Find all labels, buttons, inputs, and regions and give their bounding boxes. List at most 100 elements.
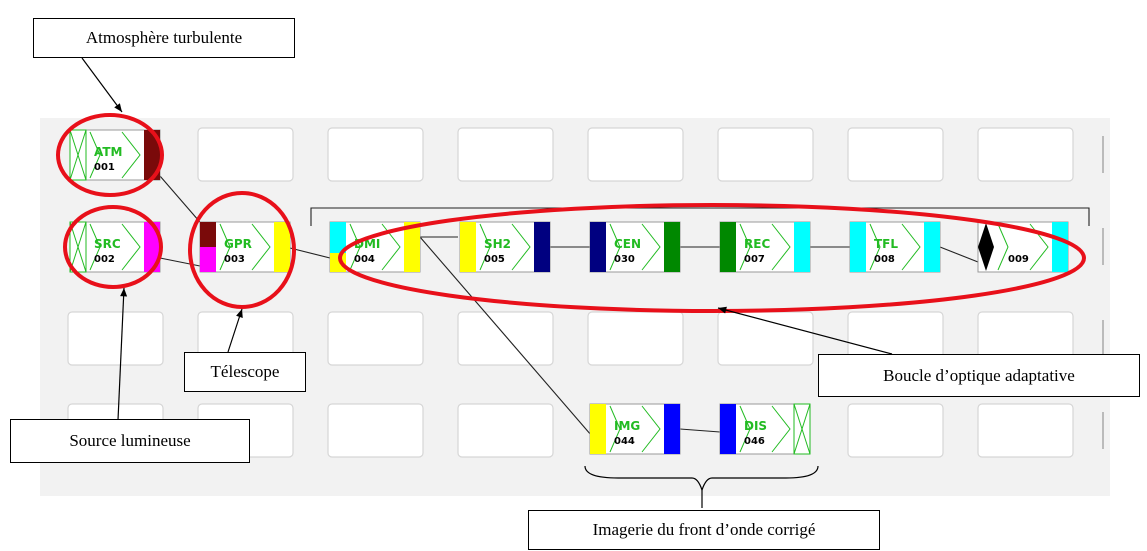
module-number: 030 [614, 254, 635, 265]
callout-telescope: Télescope [184, 352, 306, 392]
module-name: DIS [744, 419, 767, 433]
feedback-loop-line [310, 207, 1090, 226]
module-number: 003 [224, 254, 245, 265]
pointer-loop [717, 307, 893, 355]
port-cross [793, 403, 811, 455]
chevron-icon [609, 223, 621, 271]
chevron-icon [641, 223, 661, 271]
empty-grid-slot [457, 127, 554, 182]
link-tfl-009 [939, 246, 979, 263]
port-cross [69, 129, 87, 181]
highlight-atm [56, 113, 164, 197]
chevron-icon [121, 223, 141, 271]
port-magenta [200, 247, 216, 272]
arrowhead-icon [114, 103, 122, 112]
port-cross [69, 221, 87, 273]
module-number: 004 [354, 254, 375, 265]
empty-grid-slot [717, 127, 814, 182]
chevron-icon [89, 223, 101, 271]
chevron-icon [479, 223, 491, 271]
chevron-icon [251, 223, 271, 271]
highlight-gpr [188, 191, 296, 309]
module-tfl: TFL 008 [849, 221, 941, 273]
chevron-icon [121, 131, 141, 179]
port-yellow [404, 222, 420, 272]
module-number: 001 [94, 162, 115, 173]
empty-grid-slot [587, 127, 684, 182]
module-number: 009 [1008, 254, 1029, 265]
chevron-icon [997, 223, 1009, 271]
callout-atmosphere: Atmosphère turbulente [33, 18, 295, 58]
pointer-atmosphere [81, 57, 123, 113]
empty-grid-slot [977, 127, 1074, 182]
chevron-icon [89, 131, 101, 179]
port-blue [720, 404, 736, 454]
callout-source: Source lumineuse [10, 419, 250, 463]
port-cyan [924, 222, 940, 272]
port-cyan [330, 222, 346, 253]
empty-grid-slot [197, 127, 294, 182]
chevron-icon [219, 223, 231, 271]
module-number: 007 [744, 254, 765, 265]
highlight-loop [338, 203, 1086, 313]
port-yellow [460, 222, 476, 272]
chevron-icon [641, 405, 661, 453]
link-dmi-img [419, 236, 605, 451]
chevron-icon [771, 405, 791, 453]
chevron-icon [771, 223, 791, 271]
port-green [720, 222, 736, 272]
module-name: IMG [614, 419, 640, 433]
port-magenta [144, 222, 160, 272]
port-green [664, 222, 680, 272]
module-name: TFL [874, 237, 898, 251]
empty-grid-slot [847, 403, 944, 458]
empty-grid-slot [457, 403, 554, 458]
port-yellow [590, 404, 606, 454]
module-name: GPR [224, 237, 252, 251]
diamond-icon [978, 223, 994, 271]
pointer-source [117, 287, 125, 421]
module-name: SRC [94, 237, 121, 251]
chevron-icon [869, 223, 881, 271]
module-dis: DIS 046 [719, 403, 811, 455]
port-cyan [850, 222, 866, 272]
port-blue [664, 404, 680, 454]
module-name: SH2 [484, 237, 511, 251]
highlight-src [63, 205, 163, 289]
module-number: 005 [484, 254, 505, 265]
empty-grid-slot [327, 403, 424, 458]
empty-grid-slot [327, 311, 424, 366]
empty-grid-slot [67, 311, 164, 366]
port-cyan [1052, 222, 1068, 272]
arrowhead-icon [120, 288, 128, 297]
port-navy [534, 222, 550, 272]
module-src: SRC 002 [69, 221, 161, 273]
port-yellow [274, 222, 290, 272]
module-name: CEN [614, 237, 641, 251]
module-rec: REC 007 [719, 221, 811, 273]
arrowhead-icon [718, 306, 727, 314]
link-img-dis [679, 428, 721, 433]
module-cen: CEN 030 [589, 221, 681, 273]
arrowhead-icon [236, 309, 243, 318]
callout-loop: Boucle d’optique adaptative [818, 354, 1140, 397]
port-maroon [200, 222, 216, 247]
chevron-icon [609, 405, 621, 453]
module-atm: ATM 001 [69, 129, 161, 181]
chevron-icon [739, 405, 751, 453]
chevron-icon [901, 223, 921, 271]
module-number: 002 [94, 254, 115, 265]
module-name: REC [744, 237, 770, 251]
module-number: 008 [874, 254, 895, 265]
module-name: ATM [94, 145, 122, 159]
empty-grid-slot [457, 311, 554, 366]
chevron-icon [349, 223, 361, 271]
port-cyan [794, 222, 810, 272]
callout-imagery: Imagerie du front d’onde corrigé [528, 510, 880, 550]
module-number: 046 [744, 436, 765, 447]
chevron-icon [739, 223, 751, 271]
